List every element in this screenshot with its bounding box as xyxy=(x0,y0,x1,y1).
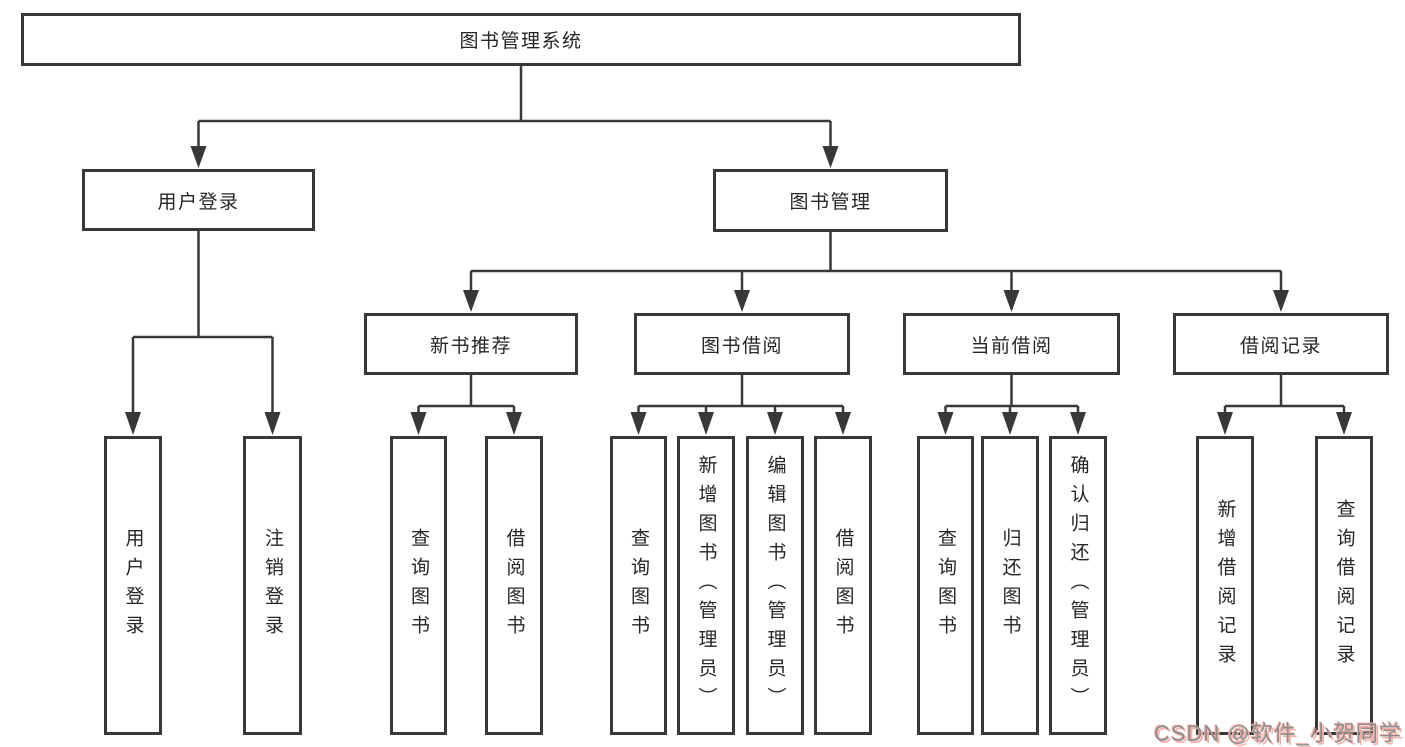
leaf-borrow-edit-admin: 编辑图书（管理员） xyxy=(746,436,804,735)
arrow-down-icon xyxy=(1336,412,1352,435)
node-root-label: 图书管理系统 xyxy=(459,31,583,52)
arrow-down-icon xyxy=(463,290,479,312)
leaf-logout: 注销登录 xyxy=(243,436,302,735)
node-current-borrow-label: 当前借阅 xyxy=(970,335,1053,357)
node-borrow-records-label: 借阅记录 xyxy=(1239,335,1322,357)
edge-current-to-leaves xyxy=(937,375,1086,435)
leaf-records-add: 新增借阅记录 xyxy=(1196,436,1254,735)
leaf-borrow-edit-admin-label: 编辑图书（管理员） xyxy=(764,455,786,716)
arrow-down-icon xyxy=(1217,412,1233,435)
leaf-borrow-query: 查询图书 xyxy=(610,436,667,735)
leaf-borrow-query-label: 查询图书 xyxy=(628,527,649,644)
leaf-records-add-label: 新增借阅记录 xyxy=(1214,498,1236,673)
leaf-user-login-label: 用户登录 xyxy=(122,527,144,644)
leaf-current-query: 查询图书 xyxy=(917,436,974,735)
arrow-down-icon xyxy=(630,412,647,435)
leaf-current-return-label: 归还图书 xyxy=(999,527,1021,644)
edge-newbook-to-leaves xyxy=(410,375,522,435)
leaf-borrow-add-admin: 新增图书（管理员） xyxy=(677,436,735,735)
arrow-down-icon xyxy=(506,412,522,435)
arrow-down-icon xyxy=(190,146,207,168)
node-root: 图书管理系统 xyxy=(21,13,1021,66)
leaf-current-confirm-admin-label: 确认归还（管理员） xyxy=(1067,455,1089,716)
arrow-down-icon xyxy=(125,412,141,435)
node-borrow-records: 借阅记录 xyxy=(1173,313,1389,375)
leaf-borrow-borrow: 借阅图书 xyxy=(814,436,872,735)
leaf-logout-label: 注销登录 xyxy=(262,527,283,644)
arrow-down-icon xyxy=(767,412,783,435)
node-user-login: 用户登录 xyxy=(82,169,315,231)
arrow-down-icon xyxy=(410,412,427,435)
leaf-newbook-query: 查询图书 xyxy=(390,436,447,735)
arrow-down-icon xyxy=(1070,412,1086,435)
arrow-down-icon xyxy=(822,146,839,168)
arrow-down-icon xyxy=(1273,290,1289,312)
leaf-records-query-label: 查询借阅记录 xyxy=(1333,498,1355,673)
node-new-book-recommend-label: 新书推荐 xyxy=(429,335,512,357)
edge-mgmt-to-level3 xyxy=(463,232,1289,312)
node-book-borrow-label: 图书借阅 xyxy=(700,335,783,357)
arrow-down-icon xyxy=(937,412,954,435)
arrow-down-icon xyxy=(1002,412,1018,435)
arrow-down-icon xyxy=(1003,290,1020,312)
leaf-current-confirm-admin: 确认归还（管理员） xyxy=(1049,436,1107,735)
arrow-down-icon xyxy=(698,412,714,435)
arrow-down-icon xyxy=(835,412,851,435)
node-current-borrow: 当前借阅 xyxy=(903,313,1120,375)
arrow-down-icon xyxy=(264,412,281,435)
leaf-newbook-query-label: 查询图书 xyxy=(408,527,429,644)
leaf-newbook-borrow-label: 借阅图书 xyxy=(503,527,525,644)
leaf-borrow-borrow-label: 借阅图书 xyxy=(832,527,854,644)
edge-borrow-to-leaves xyxy=(630,375,851,435)
node-user-login-label: 用户登录 xyxy=(157,191,240,213)
edge-root-to-level2 xyxy=(190,66,839,168)
leaf-current-query-label: 查询图书 xyxy=(935,527,956,644)
edge-login-to-leaves xyxy=(125,231,281,435)
leaf-records-query: 查询借阅记录 xyxy=(1315,436,1373,735)
edge-records-to-leaves xyxy=(1217,375,1352,435)
node-book-management: 图书管理 xyxy=(713,169,948,232)
csdn-watermark: CSDN @软件_小贺同学 xyxy=(1153,721,1402,746)
leaf-borrow-add-admin-label: 新增图书（管理员） xyxy=(695,455,717,716)
leaf-user-login: 用户登录 xyxy=(104,436,162,735)
node-book-management-label: 图书管理 xyxy=(789,192,872,213)
node-book-borrow: 图书借阅 xyxy=(634,313,850,375)
leaf-newbook-borrow: 借阅图书 xyxy=(485,436,543,735)
arrow-down-icon xyxy=(734,290,750,312)
leaf-current-return: 归还图书 xyxy=(981,436,1039,735)
node-new-book-recommend: 新书推荐 xyxy=(364,313,578,375)
